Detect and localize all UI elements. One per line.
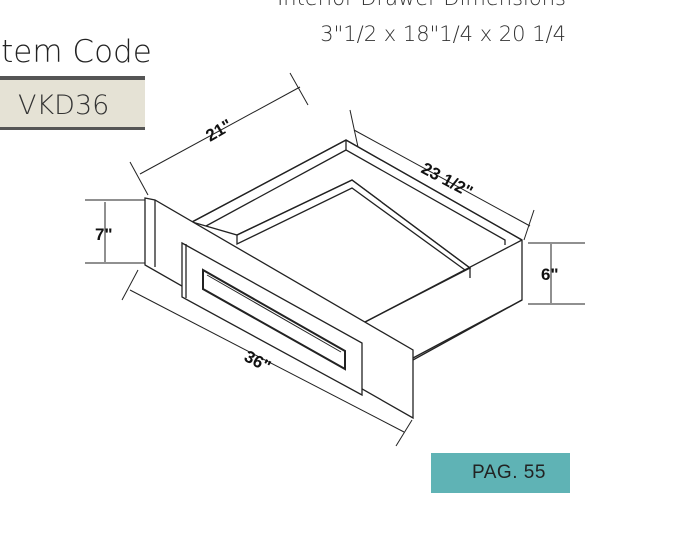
- page-number-label: PAG. 55: [472, 462, 546, 483]
- interior-dimensions-title: Interior Drawer Dimensions: [277, 0, 566, 10]
- dim-box-height-label: 6": [541, 265, 559, 284]
- dim-depth-label: 21": [203, 116, 236, 146]
- item-code-box: VKD36: [0, 76, 145, 130]
- interior-dimensions-value: 3"1/2 x 18"1/4 x 20 1/4: [320, 22, 566, 46]
- dimension-lines: [85, 72, 585, 447]
- item-code-label: Item Code: [0, 34, 152, 70]
- dim-front-height-label: 7": [95, 225, 113, 244]
- page-number-badge: PAG. 55: [431, 453, 570, 493]
- drawer-box: [190, 139, 523, 361]
- item-code-value: VKD36: [18, 90, 110, 121]
- drawer-front: [144, 197, 414, 420]
- dim-width-label: 36": [241, 347, 274, 376]
